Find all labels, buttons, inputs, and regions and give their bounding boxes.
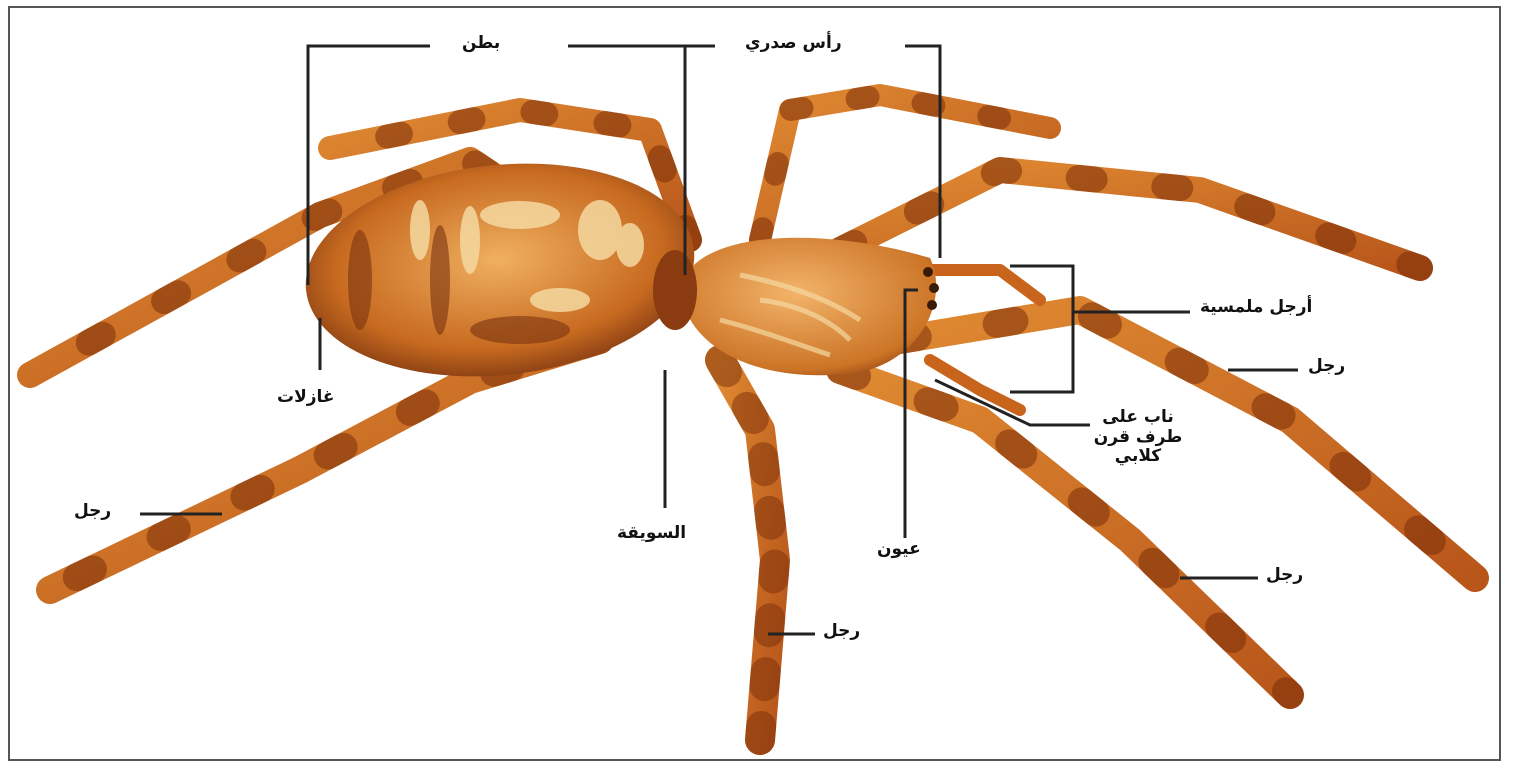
legs <box>30 95 1475 740</box>
abdomen-shape <box>295 145 705 395</box>
pedipalp <box>930 270 1040 300</box>
label-cephalothorax: رأس صدري <box>745 34 842 54</box>
label-fang: ناب على طرف قرن كلابي <box>1093 408 1183 467</box>
cephalothorax-shape <box>653 238 939 376</box>
label-leg-left: رجل <box>74 502 111 522</box>
label-leg-right-lower: رجل <box>1266 566 1303 586</box>
label-leg-right-upper: رجل <box>1308 357 1345 377</box>
label-abdomen: بطن <box>462 34 500 54</box>
label-leg-bottom: رجل <box>823 622 860 642</box>
leg-right-middle <box>900 310 1475 578</box>
label-spinnerets: غازلات <box>277 388 335 408</box>
label-pedipalps: أرجل ملمسية <box>1200 298 1312 318</box>
label-pedicel: السويقة <box>617 524 686 544</box>
label-eyes: عيون <box>877 540 921 560</box>
